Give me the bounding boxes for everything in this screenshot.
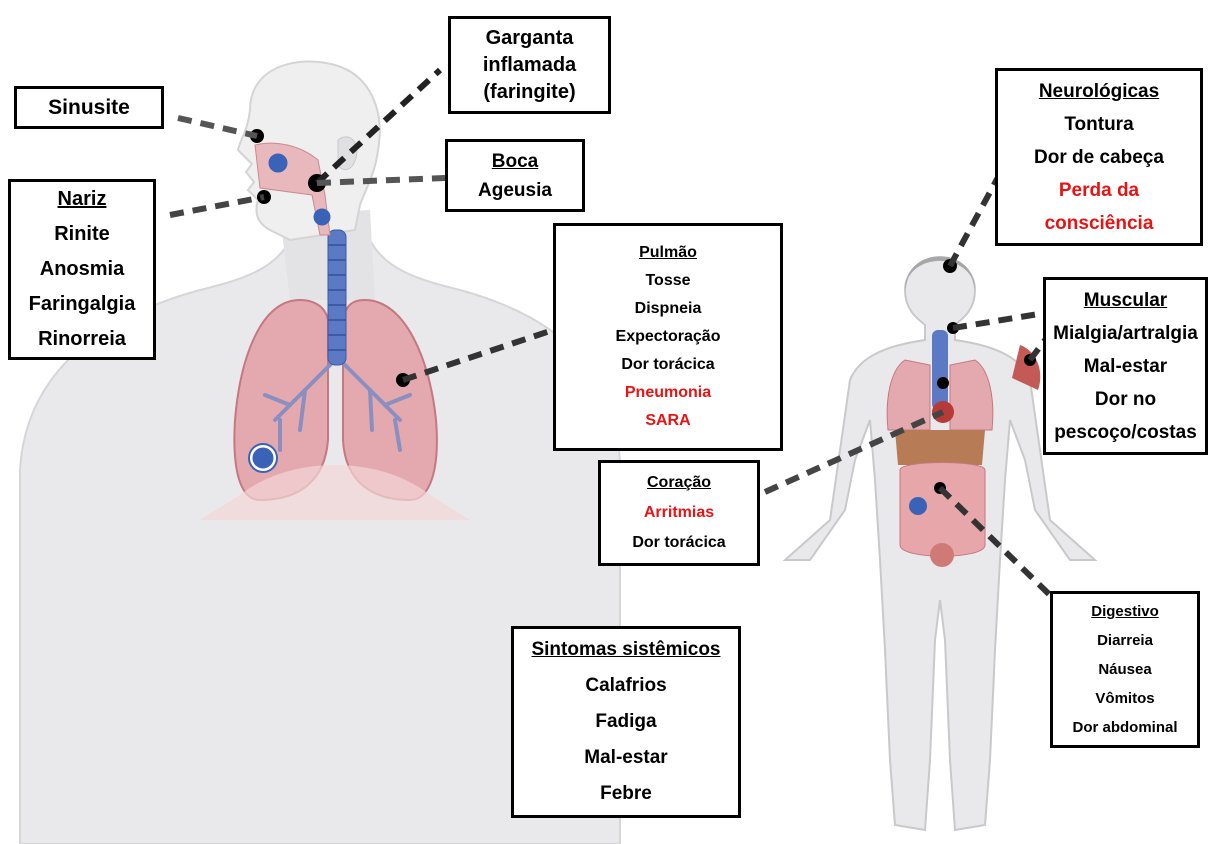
neurologicas-box: Neurológicas Tontura Dor de cabeça Perda… — [995, 68, 1203, 246]
garganta-line: inflamada — [483, 52, 576, 79]
muscular-box: Muscular Mialgia/artralgia Mal-estar Dor… — [1043, 277, 1208, 455]
sistemicos-item: Calafrios — [585, 668, 666, 704]
neurologicas-title: Neurológicas — [1039, 75, 1159, 108]
nariz-item: Faringalgia — [29, 287, 136, 322]
sistemicos-box: Sintomas sistêmicos Calafrios Fadiga Mal… — [511, 626, 741, 818]
pulmao-severe-item: Pneumonia — [625, 379, 711, 407]
sistemicos-item: Febre — [600, 776, 652, 812]
neurologicas-severe-item: consciência — [1045, 207, 1154, 240]
nariz-box: Nariz Rinite Anosmia Faringalgia Rinorre… — [8, 179, 156, 360]
nariz-item: Rinite — [54, 217, 110, 252]
sinusite-title: Sinusite — [48, 96, 130, 120]
sinusite-box: Sinusite — [14, 86, 164, 129]
digestivo-item: Dor abdominal — [1072, 713, 1177, 742]
boca-title: Boca — [492, 147, 538, 176]
pulmao-severe-item: SARA — [645, 407, 690, 435]
coracao-title: Coração — [647, 468, 711, 498]
neurologicas-item: Dor de cabeça — [1034, 141, 1164, 174]
neurologicas-item: Tontura — [1064, 108, 1133, 141]
coracao-box: Coração Arritmias Dor torácica — [598, 460, 760, 566]
neurologicas-severe-item: Perda da — [1059, 174, 1139, 207]
nariz-item: Rinorreia — [38, 322, 126, 357]
pulmao-title: Pulmão — [639, 239, 697, 267]
digestivo-item: Náusea — [1098, 655, 1151, 684]
pulmao-item: Tosse — [645, 267, 690, 295]
sistemicos-item: Mal-estar — [584, 740, 667, 776]
coracao-severe-item: Arritmias — [644, 498, 714, 528]
muscular-title: Muscular — [1084, 284, 1167, 317]
nariz-title: Nariz — [58, 182, 107, 217]
digestivo-box: Digestivo Diarreia Náusea Vômitos Dor ab… — [1050, 591, 1200, 748]
pulmao-box: Pulmão Tosse Dispneia Expectoração Dor t… — [553, 223, 783, 451]
muscular-item: Mialgia/artralgia — [1053, 317, 1198, 350]
muscular-item: Mal-estar — [1084, 350, 1167, 383]
garganta-box: Garganta inflamada (faringite) — [448, 16, 611, 114]
muscular-item: pescoço/costas — [1054, 416, 1197, 449]
pulmao-item: Expectoração — [616, 323, 721, 351]
sistemicos-title: Sintomas sistêmicos — [531, 632, 720, 668]
nariz-item: Anosmia — [40, 252, 124, 287]
sistemicos-item: Fadiga — [595, 704, 656, 740]
garganta-line: Garganta — [486, 25, 574, 52]
muscular-item: Dor no — [1095, 383, 1156, 416]
pulmao-item: Dispneia — [635, 295, 702, 323]
boca-box: Boca Ageusia — [445, 139, 585, 212]
pulmao-item: Dor torácica — [621, 351, 714, 379]
garganta-line: (faringite) — [483, 79, 575, 106]
digestivo-item: Vômitos — [1095, 684, 1154, 713]
boca-item: Ageusia — [478, 176, 552, 205]
coracao-item: Dor torácica — [632, 528, 725, 558]
digestivo-title: Digestivo — [1091, 597, 1159, 626]
digestivo-item: Diarreia — [1097, 626, 1153, 655]
